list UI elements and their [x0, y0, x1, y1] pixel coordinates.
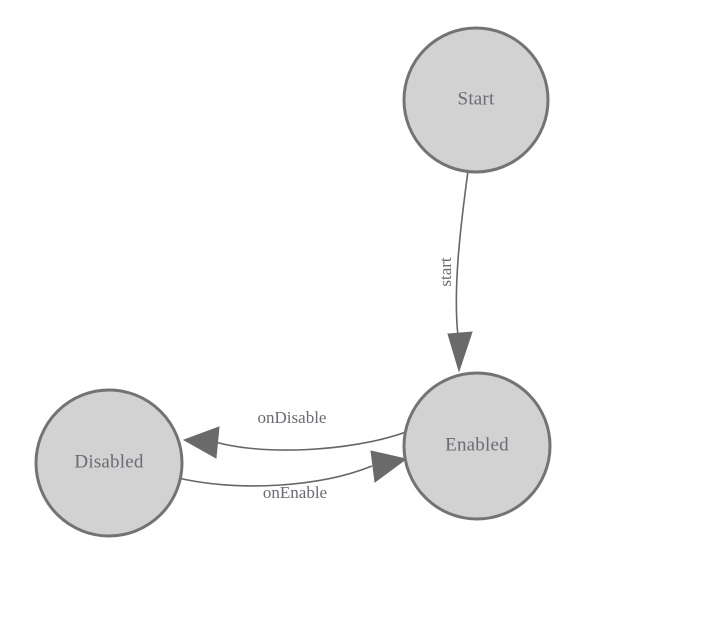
arrowhead-into-enabled-left	[371, 451, 406, 482]
edge-label-on-disable: onDisable	[258, 408, 327, 427]
node-disabled-label: Disabled	[74, 451, 143, 472]
node-enabled[interactable]: Enabled	[404, 373, 550, 519]
edge-path-start-to-enabled	[456, 171, 468, 336]
edge-label-start: start	[436, 257, 455, 287]
node-disabled[interactable]: Disabled	[36, 390, 182, 536]
edge-label-on-enable: onEnable	[263, 483, 327, 502]
edge-path-enabled-to-disabled	[212, 432, 406, 450]
node-start[interactable]: Start	[404, 28, 548, 172]
arrowhead-into-enabled-top	[448, 332, 472, 371]
node-start-label: Start	[458, 88, 495, 109]
arrowhead-into-disabled	[184, 427, 219, 458]
node-enabled-label: Enabled	[445, 434, 509, 455]
